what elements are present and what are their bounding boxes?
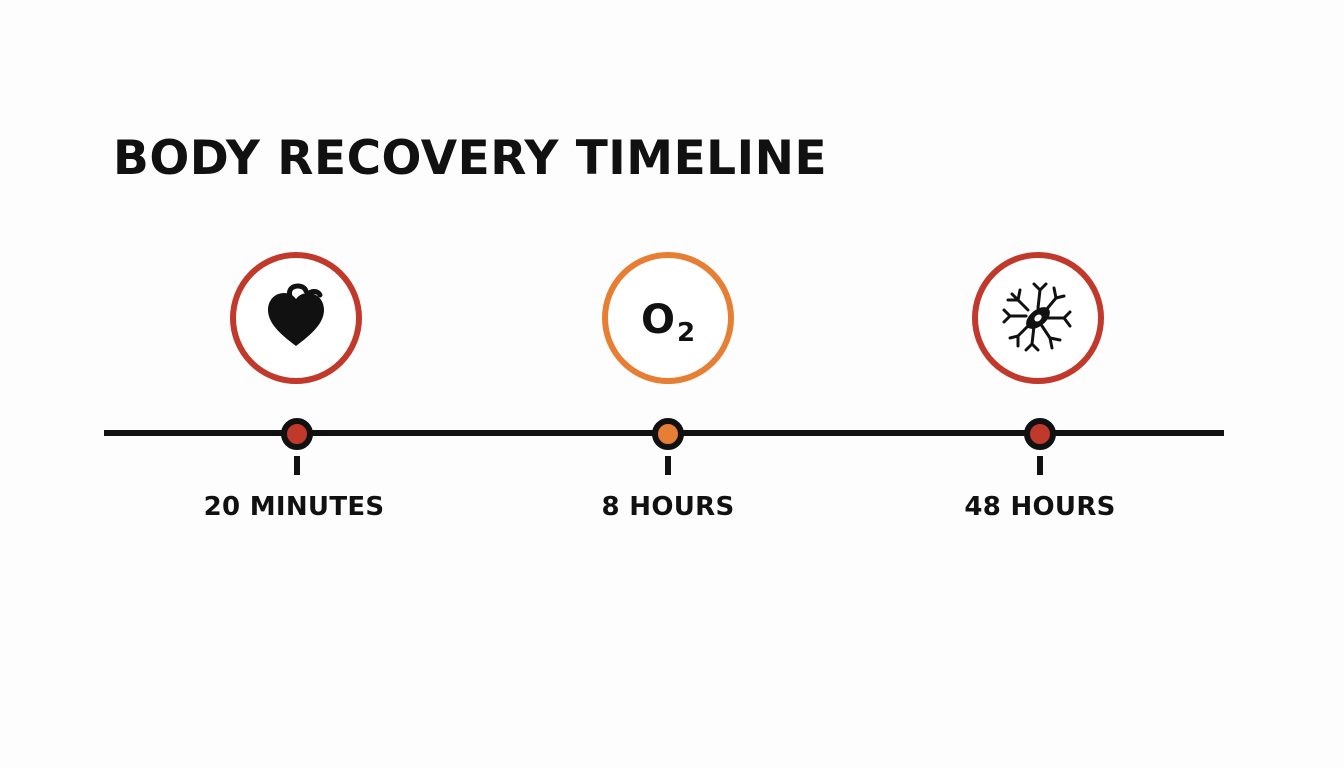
- milestone-tick-3: [1037, 456, 1043, 475]
- heart-icon: [268, 283, 324, 346]
- milestone-tick-1: [294, 456, 300, 475]
- milestone-marker-3: [1024, 418, 1056, 450]
- milestone-marker-1: [281, 418, 313, 450]
- oxygen-symbol: O: [640, 297, 675, 343]
- milestone-icon-circle-1: [230, 252, 362, 384]
- milestone-tick-2: [665, 456, 671, 475]
- page-title: BODY RECOVERY TIMELINE: [113, 131, 828, 186]
- milestone-label-2: 8 HOURS: [601, 492, 735, 522]
- milestone-label-3: 48 HOURS: [964, 492, 1116, 522]
- milestone-label-1: 20 MINUTES: [203, 492, 385, 522]
- oxygen-subscript: 2: [676, 318, 696, 348]
- nerve-cell-icon: [1002, 282, 1072, 352]
- milestone-icon-circle-3: [972, 252, 1104, 384]
- milestone-marker-2: [652, 418, 684, 450]
